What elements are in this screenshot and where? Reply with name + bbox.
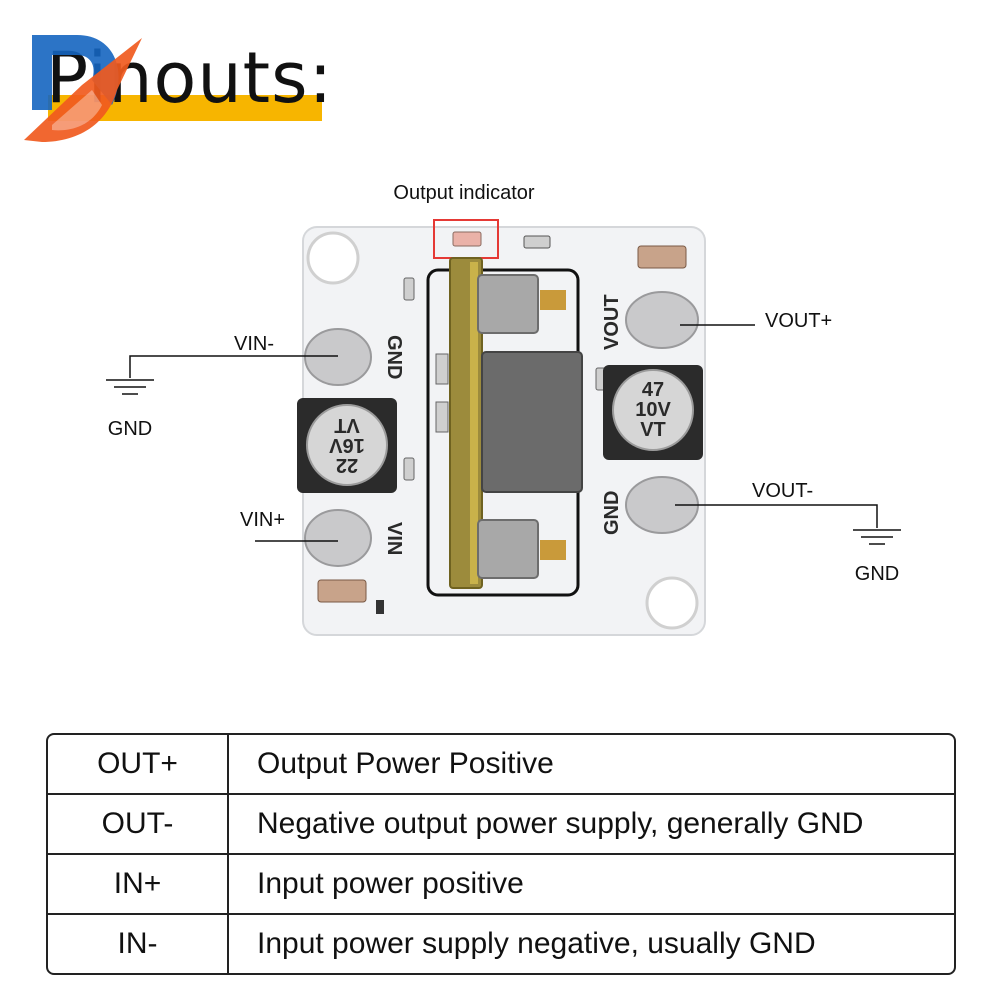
vout-minus-lead-line — [675, 504, 878, 528]
capacitor-right-code: VT — [640, 419, 666, 441]
output-indicator-label: Output indicator — [393, 182, 535, 204]
pad-vout-plus — [625, 291, 699, 349]
smd-part — [403, 277, 415, 301]
daughter-board-edge — [470, 262, 478, 584]
smd-resistor — [435, 353, 449, 385]
smd-capacitor-bottom-left — [317, 579, 367, 603]
capacitor-right-top — [612, 369, 694, 451]
transistor-bottom — [477, 519, 539, 579]
pin-name: IN- — [48, 914, 229, 973]
mounting-hole-top-left — [306, 231, 360, 285]
transistor-lead — [540, 290, 566, 310]
table-row: OUT+ Output Power Positive — [48, 735, 954, 795]
smd-part — [376, 600, 384, 614]
pad-vin-minus — [304, 328, 372, 386]
capacitor-right-value: 47 — [642, 379, 664, 401]
vout-plus-label: VOUT+ — [765, 310, 832, 332]
gnd-left-label: GND — [108, 418, 152, 440]
pin-name: OUT- — [48, 793, 229, 855]
pin-name: IN+ — [48, 853, 229, 916]
transistor-lead — [540, 540, 566, 560]
pin-description: Input power positive — [228, 853, 954, 916]
board-diagram: Output indicator GND VIN VOUT GND 22 16V… — [106, 182, 901, 636]
vout-minus-label: VOUT- — [752, 480, 813, 502]
capacitor-left-value: 22 — [336, 454, 358, 476]
capacitor-right-voltage: 10V — [635, 399, 671, 421]
transistor-top — [477, 274, 539, 334]
vin-minus-lead-line — [129, 355, 338, 378]
inductor — [481, 351, 583, 493]
smd-part — [403, 457, 415, 481]
silkscreen-gnd-right: GND — [601, 491, 623, 535]
vin-minus-label: VIN- — [234, 333, 274, 355]
capacitor-left-voltage: 16V — [329, 434, 365, 456]
smd-resistor — [435, 401, 449, 433]
silkscreen-vout: VOUT — [601, 294, 623, 350]
pin-description: Negative output power supply, generally … — [228, 793, 954, 855]
pin-description: Input power supply negative, usually GND — [257, 927, 816, 961]
pin-description: Output Power Positive — [228, 735, 954, 795]
vin-plus-label: VIN+ — [240, 509, 285, 531]
pad-vin-plus — [304, 509, 372, 567]
capacitor-left-top — [306, 404, 388, 486]
table-row: OUT- Negative output power supply, gener… — [48, 793, 954, 855]
silkscreen-gnd-left: GND — [383, 335, 405, 379]
smd-capacitor-top-right — [637, 245, 687, 269]
mounting-hole-bottom-right — [645, 576, 699, 630]
table-row: IN- Input power supply negative, usually… — [48, 914, 954, 973]
silkscreen-vin: VIN — [383, 522, 405, 555]
brand-logo-icon — [24, 35, 142, 142]
capacitor-left-code: VT — [334, 414, 360, 436]
output-indicator-led — [452, 231, 482, 247]
gnd-right-label: GND — [855, 563, 899, 585]
table-row: IN+ Input power positive — [48, 853, 954, 916]
pin-name: OUT+ — [48, 735, 229, 795]
smd-component — [523, 235, 551, 249]
pin-table: OUT+ Output Power Positive OUT- Negative… — [46, 733, 956, 975]
